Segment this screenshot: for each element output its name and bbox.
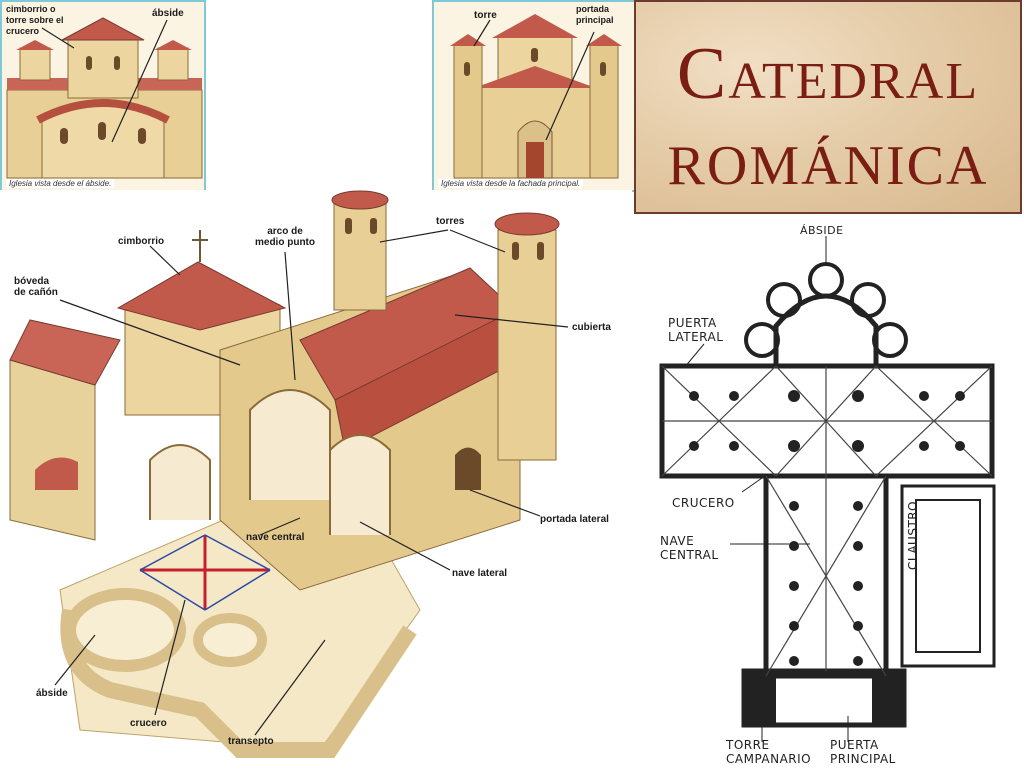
title-rest: ATEDRAL [728,53,980,110]
cutaway-illustration [0,190,632,768]
plan-label-crucero: CRUCERO [672,496,735,510]
inset-apse-view: cimborrio o torre sobre el crucero ábsid… [0,0,206,192]
cutaway-diagram: cimborrio arco de medio punto torres bóv… [0,190,632,768]
plan-label-claustro: CLAUSTRO [906,500,920,570]
label-crucero: crucero [130,718,167,729]
title-initial: C [676,33,729,115]
floor-plan-drawing [634,216,1024,768]
plan-label-torre-campanario: TORRE CAMPANARIO [726,738,812,766]
facade-view-illustration [434,2,634,190]
label-torres: torres [436,216,465,227]
label-boveda-canon: bóveda de cañón [14,276,58,298]
label-cubierta: cubierta [572,322,611,333]
label-arco-medio-punto: arco de medio punto [255,226,315,248]
label-transepto: transepto [228,736,274,747]
floor-plan: ÁBSIDE PUERTA LATERAL CRUCERO NAVE CENTR… [634,216,1024,768]
label-cimborrio: cimborrio [118,236,165,247]
caption-apse-view: Iglesia vista desde el ábside. [6,179,115,188]
label-abside: ábside [36,688,68,699]
label-nave-lateral: nave lateral [452,568,508,579]
label-torre-inset: torre [474,10,497,21]
label-nave-central: nave central [246,532,305,543]
title-panel: CATEDRAL ROMÁNICA [634,0,1022,214]
caption-facade-view: Iglesia vista desde la fachada principal… [438,179,584,188]
title-line-1: CATEDRAL [636,32,1020,117]
plan-label-puerta-lateral: PUERTA LATERAL [668,316,724,344]
title-line-2: ROMÁNICA [667,135,989,197]
label-portada-principal: portada principal [576,4,614,25]
plan-label-nave-central: NAVE CENTRAL [660,534,719,562]
apse-view-illustration [2,2,204,190]
label-cimborrio-torre: cimborrio o torre sobre el crucero [6,4,64,36]
plan-label-abside: ÁBSIDE [800,224,844,237]
plan-label-puerta-principal: PUERTA PRINCIPAL [830,738,896,766]
inset-facade-view: torre portada principal Iglesia vista de… [432,0,636,192]
label-abside-inset: ábside [152,8,184,19]
label-portada-lateral: portada lateral [540,514,609,525]
